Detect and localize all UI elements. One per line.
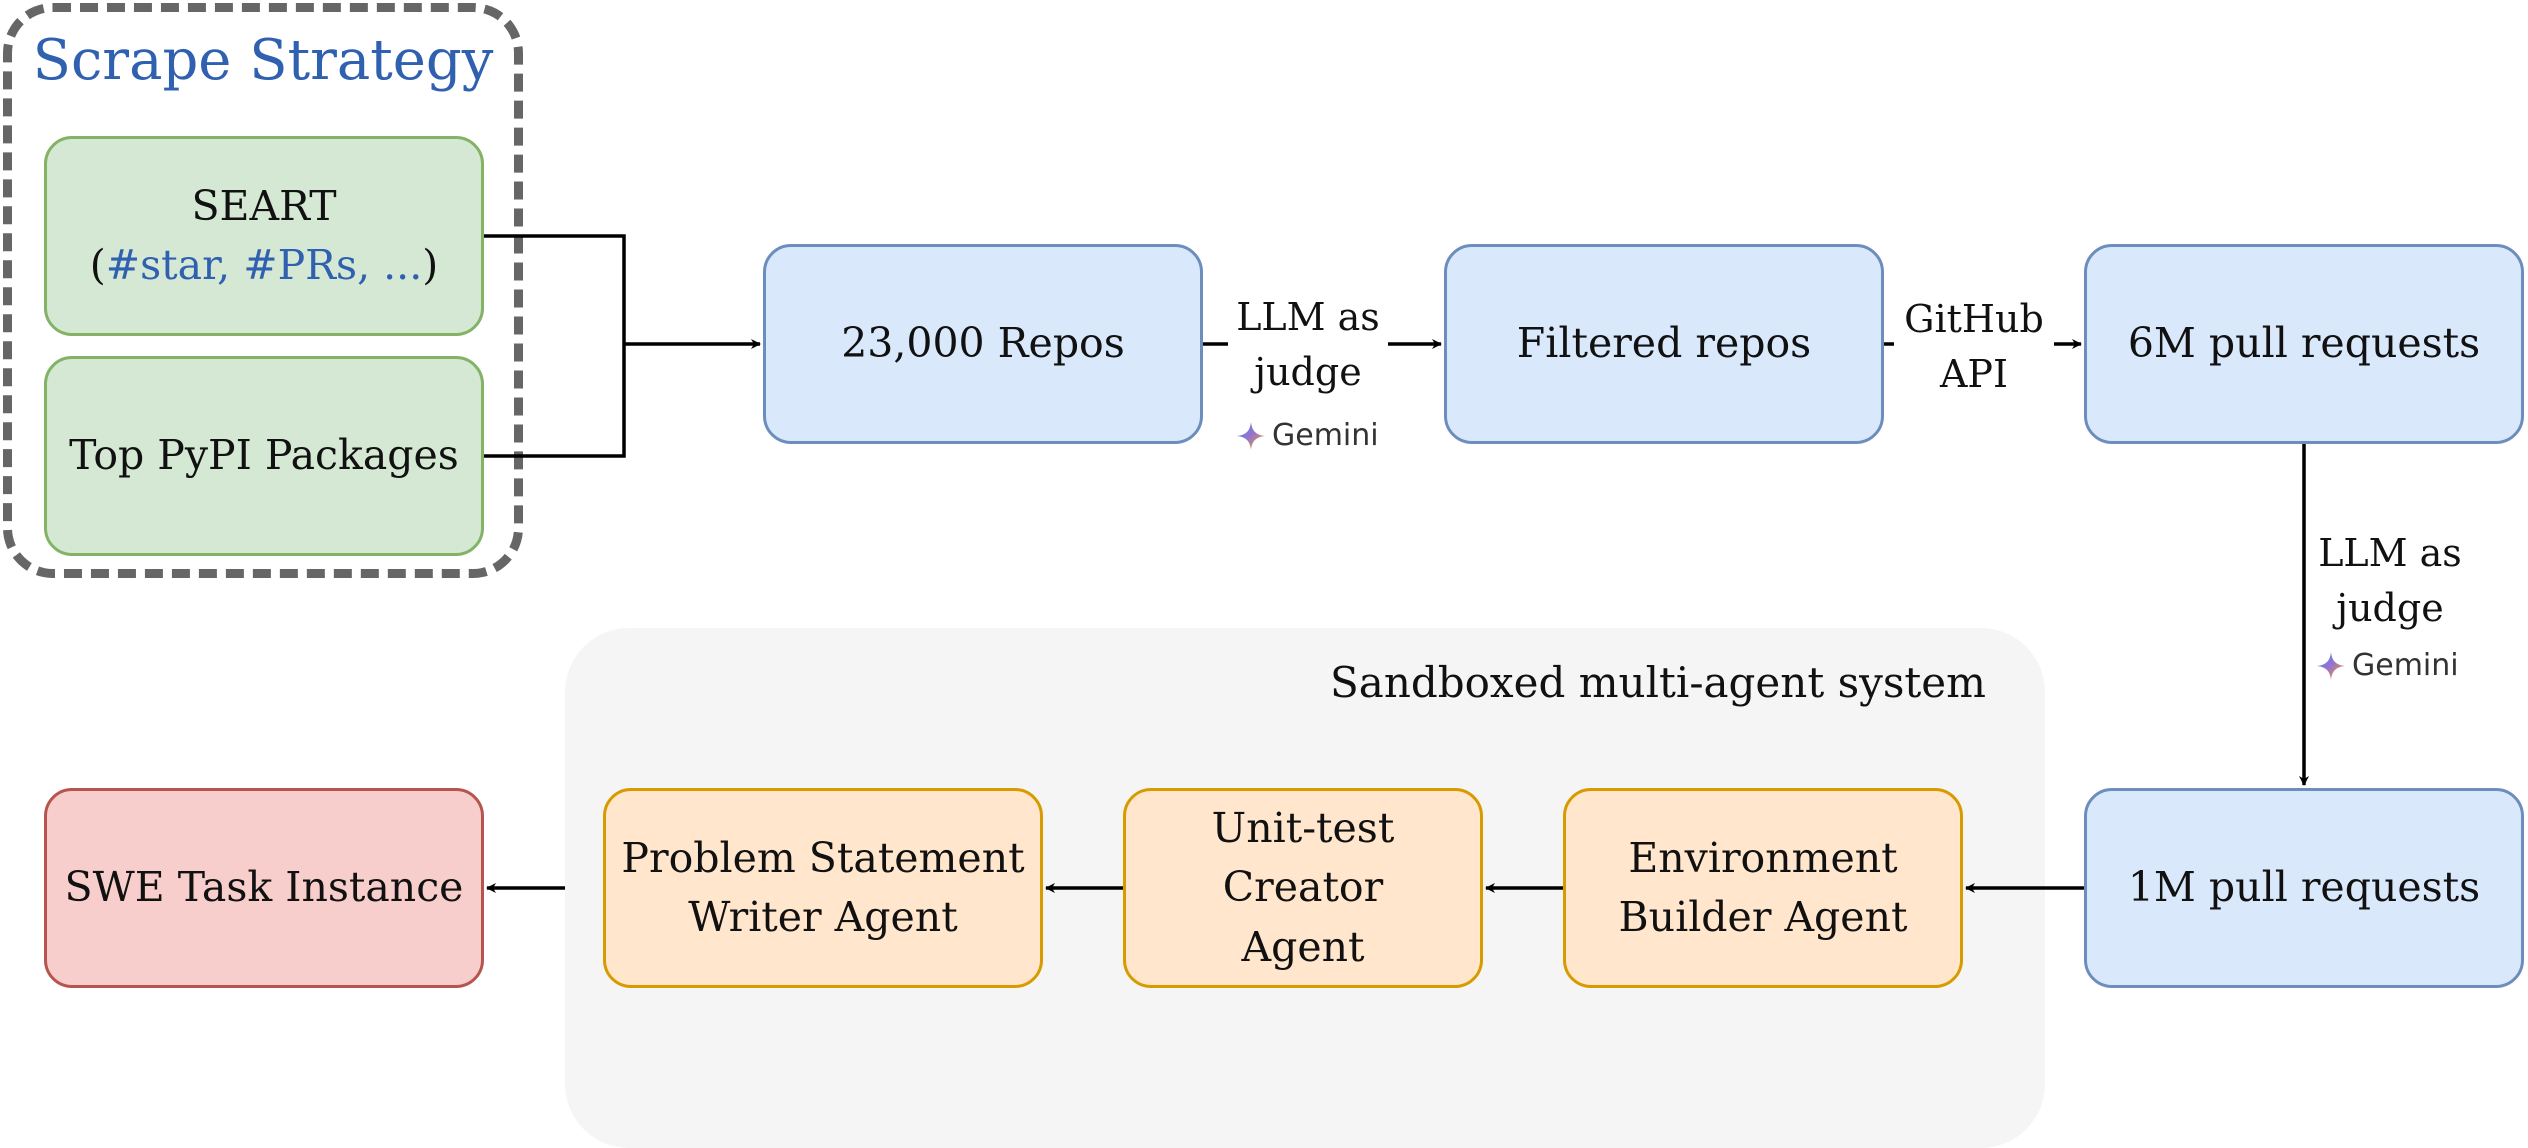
pulls-1m-label: 1M pull requests xyxy=(2127,863,2481,912)
judge2-line1: LLM as xyxy=(2318,531,2462,575)
judge1-line2: judge xyxy=(1254,350,1362,395)
gemini-text-2: Gemini xyxy=(2352,648,2459,683)
github-line1: GitHub xyxy=(1904,297,2044,341)
ps-agent-line1: Problem Statement xyxy=(621,833,1025,882)
swe-task-label: SWE Task Instance xyxy=(64,863,464,912)
seart-criteria: #star, #PRs, ... xyxy=(105,241,423,289)
pulls-1m-box: 1M pull requests xyxy=(2084,788,2524,988)
env-agent-line1: Environment xyxy=(1628,833,1898,882)
seart-criteria-line: (#star, #PRs, ...) xyxy=(90,236,439,295)
filtered-repos-box: Filtered repos xyxy=(1444,244,1884,444)
environment-builder-box: Environment Builder Agent xyxy=(1563,788,1963,988)
seart-box: SEART (#star, #PRs, ...) xyxy=(44,136,484,336)
github-label: GitHub API xyxy=(1894,292,2054,403)
gemini-text-1: Gemini xyxy=(1272,418,1379,453)
test-agent-line2: Agent xyxy=(1241,922,1365,971)
swe-task-box: SWE Task Instance xyxy=(44,788,484,988)
seart-connector xyxy=(484,234,626,344)
judge2-label: LLM as judge xyxy=(2310,526,2470,636)
gemini-sparkle-icon xyxy=(2317,651,2345,680)
pypi-label: Top PyPI Packages xyxy=(69,431,459,480)
gemini-logo-2: Gemini xyxy=(2316,648,2459,683)
github-line2: API xyxy=(1939,352,2009,397)
unit-test-creator-box: Unit-test Creator Agent xyxy=(1123,788,1483,988)
seart-label: SEART xyxy=(191,181,337,230)
env-agent-line2: Builder Agent xyxy=(1618,893,1908,941)
judge2-line2: judge xyxy=(2336,586,2444,631)
judge1-line1: LLM as xyxy=(1236,295,1380,339)
gemini-sparkle-icon xyxy=(1237,421,1265,450)
ps-agent-line2: Writer Agent xyxy=(688,893,958,941)
sandbox-title: Sandboxed multi-agent system xyxy=(1330,658,1986,707)
gemini-logo-1: Gemini xyxy=(1236,418,1379,453)
scrape-strategy-group xyxy=(3,3,523,578)
pulls-6m-label: 6M pull requests xyxy=(2127,319,2481,368)
scrape-strategy-title: Scrape Strategy xyxy=(32,28,494,93)
filtered-repos-label: Filtered repos xyxy=(1516,319,1812,368)
test-agent-line1: Unit-test Creator xyxy=(1211,803,1395,912)
pypi-connector xyxy=(484,344,626,458)
problem-statement-box: Problem Statement Writer Agent xyxy=(603,788,1043,988)
open-paren: ( xyxy=(89,241,106,289)
close-paren: ) xyxy=(422,241,439,289)
pulls-6m-box: 6M pull requests xyxy=(2084,244,2524,444)
repos-label: 23,000 Repos xyxy=(841,319,1125,368)
judge1-label: LLM as judge xyxy=(1228,290,1388,401)
repos-box: 23,000 Repos xyxy=(763,244,1203,444)
pypi-box: Top PyPI Packages xyxy=(44,356,484,556)
